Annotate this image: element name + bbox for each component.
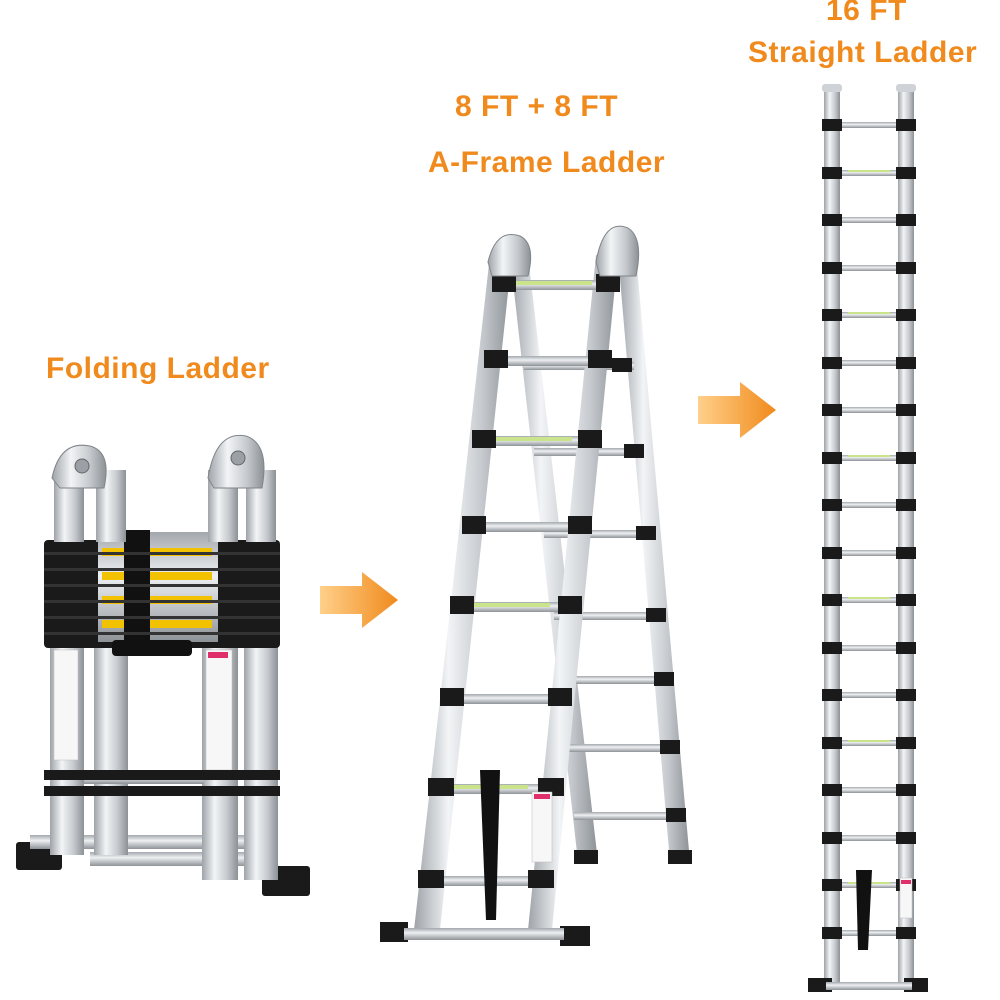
rung-joint — [822, 167, 842, 179]
rung-joint — [822, 879, 842, 891]
rung-joint — [896, 784, 916, 796]
rung-joint — [896, 404, 916, 416]
rung-joint — [822, 119, 842, 131]
rung-joint — [896, 262, 916, 274]
aframe-size-label: 8 FT + 8 FT — [455, 90, 619, 123]
ladder-rung — [838, 597, 900, 603]
arrow-right-icon — [698, 382, 776, 438]
ladder-rung — [838, 122, 900, 128]
rung-joint — [896, 452, 916, 464]
rung-grip-tape — [848, 170, 890, 172]
straight-ladder — [808, 84, 928, 992]
ladder-rung — [838, 692, 900, 698]
ladder-rung — [838, 787, 900, 793]
aframe-ladder-label: A-Frame Ladder — [428, 146, 666, 179]
rung-joint — [822, 262, 842, 274]
rung-joint — [822, 547, 842, 559]
rung-joint — [896, 594, 916, 606]
rung-grip-tape — [848, 740, 890, 742]
rung-grip-tape — [848, 597, 890, 599]
rung-grip-tape — [848, 455, 890, 457]
rung-grip-tape — [848, 312, 890, 314]
rung-joint — [896, 214, 916, 226]
rung-joint — [896, 309, 916, 321]
rung-joint — [822, 642, 842, 654]
rung-joint — [822, 832, 842, 844]
ladder-rung — [838, 217, 900, 223]
rung-joint — [896, 689, 916, 701]
rung-joint — [822, 689, 842, 701]
rung-joint — [822, 309, 842, 321]
rung-joint — [896, 119, 916, 131]
ladder-rung — [838, 312, 900, 318]
rung-joint — [896, 547, 916, 559]
ladder-rung — [838, 407, 900, 413]
rung-joint — [822, 737, 842, 749]
rung-joint — [822, 214, 842, 226]
ladder-rung — [838, 170, 900, 176]
ladder-rung — [838, 455, 900, 461]
arrow-right-icon — [320, 572, 398, 628]
rung-joint — [822, 594, 842, 606]
rung-joint — [896, 737, 916, 749]
straight-size-label: 16 FT — [826, 0, 907, 27]
rung-joint — [896, 357, 916, 369]
rung-joint — [822, 927, 842, 939]
rung-joint — [822, 499, 842, 511]
ladder-rung — [838, 502, 900, 508]
ladder-rung — [838, 930, 900, 936]
rung-joint — [896, 167, 916, 179]
ladder-rung — [838, 740, 900, 746]
straight-ladder-label: Straight Ladder — [748, 36, 978, 69]
ladder-rung — [838, 645, 900, 651]
rung-joint — [822, 452, 842, 464]
ladder-rung — [838, 835, 900, 841]
ladder-rung — [838, 550, 900, 556]
rung-joint — [896, 927, 916, 939]
rung-joint — [896, 832, 916, 844]
rung-joint — [822, 784, 842, 796]
rung-joint — [822, 357, 842, 369]
ladder-rung — [838, 265, 900, 271]
rung-joint — [896, 642, 916, 654]
folding-ladder-label: Folding Ladder — [46, 352, 270, 385]
aframe-ladder — [380, 225, 692, 946]
ladder-rung — [838, 360, 900, 366]
rung-joint — [896, 499, 916, 511]
folding-ladder — [16, 434, 310, 896]
rung-joint — [822, 404, 842, 416]
